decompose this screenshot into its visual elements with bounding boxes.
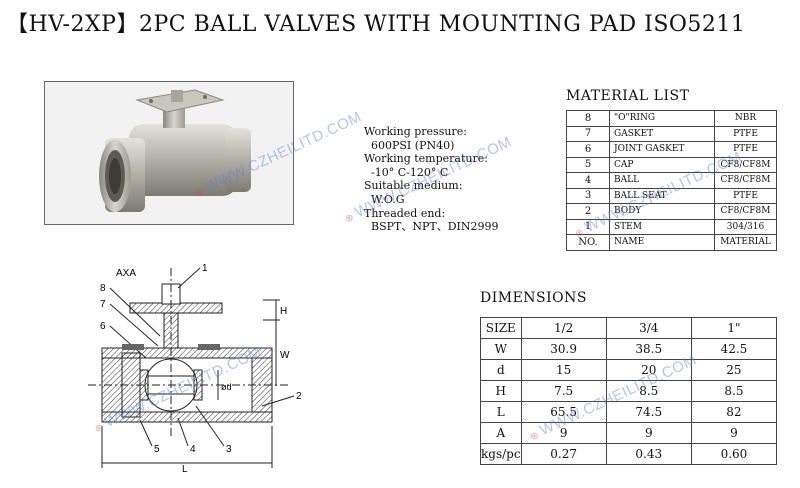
mat-no: 6 — [566, 141, 610, 158]
dim-cell: A — [480, 422, 522, 444]
dim-cell: 25 — [690, 359, 778, 381]
mat-no: 8 — [566, 110, 610, 127]
mat-no: 4 — [566, 172, 610, 189]
watermark-logo-icon: ⊗ — [343, 211, 357, 226]
page-title: 【HV-2XP】2PC BALL VALVES WITH MOUNTING PA… — [6, 12, 746, 37]
dim-cell: 38.5 — [605, 338, 692, 360]
dim-cell: L — [480, 401, 522, 423]
callout-5: 5 — [154, 444, 160, 455]
material-list-title: MATERIAL LIST — [566, 88, 690, 104]
callout-4: 4 — [190, 444, 196, 455]
mat-no: 7 — [566, 125, 610, 142]
callout-2: 2 — [296, 391, 302, 402]
cross-section-drawing: AXA 1 2 3 4 5 6 7 8 H W L ød — [88, 263, 302, 475]
callout-1: 1 — [202, 263, 208, 274]
mat-material: 304/316 — [714, 218, 777, 235]
mat-name: GASKET — [609, 125, 715, 142]
dimensions-title: DIMENSIONS — [480, 290, 587, 306]
dim-d-label: ød — [221, 382, 232, 392]
dim-cell: kgs/pc — [480, 443, 522, 465]
temperature-label: Working temperature: — [364, 152, 488, 166]
mat-material: NBR — [714, 110, 777, 127]
product-photo — [44, 81, 294, 225]
mat-material: PTFE — [714, 187, 777, 204]
medium-value: W.O.G — [371, 192, 405, 206]
mat-material: PTFE — [714, 125, 777, 142]
dim-header-cell: SIZE — [480, 317, 522, 339]
dim-cell: 30.9 — [520, 338, 607, 360]
dimensions-table: SIZE 1/2 3/4 1" W 30.9 38.5 42.5 d 15 20… — [480, 317, 778, 465]
dim-cell: 9 — [605, 422, 692, 444]
mat-name: "O"RING — [609, 110, 715, 127]
medium-label: Suitable medium: — [364, 179, 463, 193]
dim-cell: 0.60 — [690, 443, 778, 465]
table-header-row: SIZE 1/2 3/4 1" — [480, 317, 778, 339]
mat-no: 3 — [566, 187, 610, 204]
table-row: d 15 20 25 — [480, 359, 778, 381]
dim-header-cell: 3/4 — [605, 317, 692, 339]
mat-header-material: MATERIAL — [714, 234, 777, 251]
mat-material: CF8/CF8M — [714, 203, 777, 220]
dim-cell: 8.5 — [690, 380, 778, 402]
mat-no: 5 — [566, 156, 610, 173]
dim-cell: H — [480, 380, 522, 402]
pressure-label: Working pressure: — [364, 125, 467, 138]
dim-cell: 42.5 — [690, 338, 778, 360]
dim-l-label: L — [182, 464, 188, 475]
mat-name: JOINT GASKET — [609, 141, 715, 158]
mat-header-name: NAME — [609, 234, 715, 251]
axa-label: AXA — [116, 268, 136, 279]
thread-value: BSPT、NPT、DIN2999 — [371, 220, 499, 234]
temperature-value: -10° C-120° C — [371, 165, 449, 179]
table-row: kgs/pc 0.27 0.43 0.60 — [480, 443, 778, 465]
callout-8: 8 — [100, 283, 106, 294]
callout-7: 7 — [100, 299, 106, 310]
dim-header-cell: 1/2 — [520, 317, 607, 339]
mat-material: CF8/CF8M — [714, 172, 777, 189]
dim-cell: 9 — [690, 422, 778, 444]
dim-header-cell: 1" — [690, 317, 778, 339]
dim-cell: 74.5 — [605, 401, 692, 423]
dim-cell: W — [480, 338, 522, 360]
table-row: L 65.5 74.5 82 — [480, 401, 778, 423]
callout-3: 3 — [226, 444, 232, 455]
dim-cell: 0.43 — [605, 443, 692, 465]
specifications: Working pressure: 600PSI (PN40) Working … — [364, 125, 499, 234]
dim-cell: 15 — [520, 359, 607, 381]
dim-w-label: W — [280, 350, 290, 361]
callout-6: 6 — [100, 321, 106, 332]
table-row: A 9 9 9 — [480, 422, 778, 444]
dim-h-label: H — [280, 306, 287, 317]
table-row: W 30.9 38.5 42.5 — [480, 338, 778, 360]
pressure-value: 600PSI (PN40) — [371, 138, 455, 152]
dim-cell: 0.27 — [520, 443, 607, 465]
dim-cell: 20 — [605, 359, 692, 381]
dim-cell: d — [480, 359, 522, 381]
thread-label: Threaded end: — [364, 206, 446, 220]
mat-name: STEM — [609, 218, 715, 235]
dim-cell: 82 — [690, 401, 778, 423]
